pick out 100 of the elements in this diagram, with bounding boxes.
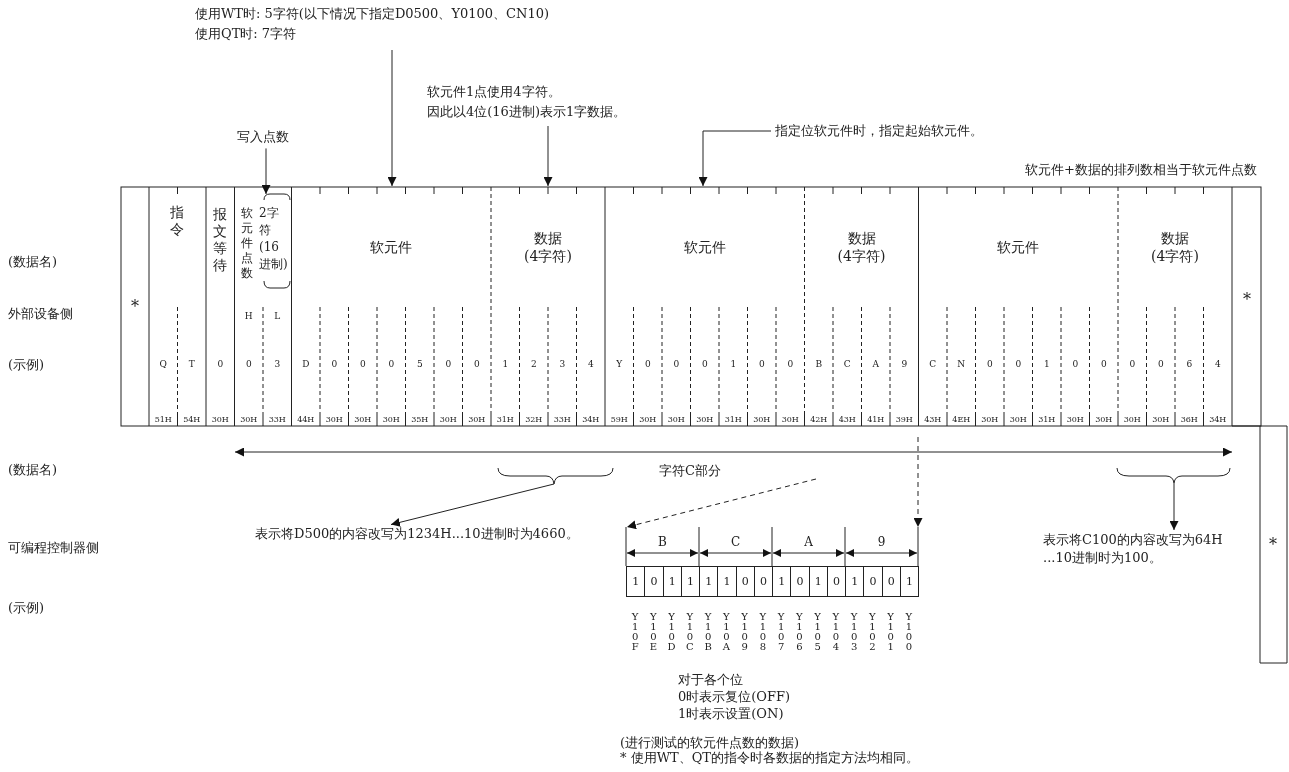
hex-code: 43H [924, 414, 942, 426]
hex-code: 34H [582, 414, 600, 426]
hex-code: 31H [724, 414, 742, 426]
note-text: 对于各个位 [678, 671, 743, 689]
note-text: 0时表示复位(OFF) [678, 688, 791, 706]
arrow [913, 436, 923, 528]
column-heading: 数据(4字符) [524, 228, 572, 266]
example-character: C [929, 359, 937, 371]
example-character: A [872, 359, 879, 371]
bit-address: Y103 [849, 612, 859, 652]
hex-code: 54H [183, 414, 201, 426]
hex-code: 35H [411, 414, 429, 426]
example-character: 5 [416, 359, 423, 371]
arrow [626, 478, 817, 530]
hex-code: 44H [297, 414, 315, 426]
bit-cell: 1 [699, 566, 719, 597]
bit-address: Y102 [868, 612, 877, 652]
example-character: 1 [730, 359, 737, 371]
example-character: D [302, 359, 310, 371]
example-character: 3 [274, 359, 281, 371]
bit-address: Y106 [795, 612, 804, 652]
example-character: 0 [245, 359, 252, 371]
note-text: 写入点数 [237, 128, 289, 146]
bit-cell: 0 [881, 566, 901, 597]
example-character: 0 [445, 359, 452, 371]
note-text: 使用QT时: 7字符 [195, 25, 298, 43]
arrow [387, 49, 397, 187]
example-character: Q [159, 359, 167, 371]
arrow [1169, 482, 1179, 531]
example-character: 1 [1043, 359, 1050, 371]
column-heading: 指令 [169, 204, 185, 238]
bit-cell: 1 [626, 566, 646, 597]
bit-address: Y10C [685, 612, 695, 652]
bit-address: Y108 [758, 612, 768, 652]
note-text: 使用WT时: 5字符(以下情况下指定D0500、Y0100、CN10) [195, 5, 549, 23]
note-text: 因此以4位(16进制)表示1字数据。 [427, 103, 627, 121]
hex-code: 30H [639, 414, 657, 426]
frame-note: 软元件+数据的排列数相当于软元件点数 [1025, 161, 1257, 179]
bit-cell: 1 [845, 566, 865, 597]
column-heading: 数据(4字符) [837, 228, 886, 266]
example-character: T [188, 359, 195, 371]
bit-address: Y104 [831, 612, 841, 652]
example-character: Y [616, 359, 623, 371]
bit-cell: 1 [808, 566, 828, 597]
hex-code: 30H [1123, 414, 1141, 426]
example-character: 0 [1157, 359, 1164, 371]
bit-address: Y10E [648, 612, 659, 652]
example-character: 0 [359, 359, 366, 371]
hex-code: 30H [781, 414, 799, 426]
row-heading: (数据名) [8, 253, 58, 271]
hex-code: 36H [1180, 414, 1198, 426]
example-character: 0 [986, 359, 993, 371]
bit-cell: 1 [717, 566, 737, 597]
example-character: 0 [217, 359, 224, 371]
example-character: 6 [1186, 359, 1193, 371]
example-character: B [815, 359, 823, 371]
asterisk: * [131, 296, 139, 318]
row-heading: 可编程控制器侧 [8, 539, 99, 557]
hex-code: 33H [553, 414, 571, 426]
example-character: 0 [673, 359, 680, 371]
arrow [390, 483, 555, 527]
example-character: 4 [587, 359, 594, 371]
hex-code: 34H [1209, 414, 1227, 426]
hex-code: 59H [610, 414, 628, 426]
bit-cell: 0 [735, 566, 755, 597]
nibble-label: A [804, 535, 813, 551]
hex-code: 31H [496, 414, 514, 426]
example-character: 0 [1100, 359, 1107, 371]
byte-marker: H [244, 311, 253, 323]
bit-address: Y107 [776, 612, 786, 652]
hex-code: 30H [981, 414, 999, 426]
example-character: 4 [1214, 359, 1221, 371]
bit-cell: 1 [680, 566, 700, 597]
example-character: 0 [787, 359, 794, 371]
bit-address: Y10F [630, 612, 640, 652]
bit-cell: 0 [644, 566, 664, 597]
example-character: 0 [1072, 359, 1079, 371]
bit-address: Y10D [666, 612, 677, 652]
nibble-label: 9 [877, 535, 886, 551]
example-character: 0 [701, 359, 708, 371]
example-character: 0 [1129, 359, 1136, 371]
column-heading: 软元件 [370, 237, 413, 257]
hex-code: 42H [810, 414, 828, 426]
note-text: ...10进制时为100。 [1043, 549, 1163, 567]
hex-code: 30H [1009, 414, 1027, 426]
hex-code: 30H [325, 414, 343, 426]
row-heading: (数据名) [8, 461, 58, 479]
example-character: 0 [758, 359, 765, 371]
example-character: 0 [1015, 359, 1022, 371]
note-text: 软元件1点使用4字符。 [427, 83, 562, 101]
hex-code: 41H [867, 414, 885, 426]
bit-cell: 0 [826, 566, 846, 597]
bit-address: Y10A [721, 612, 731, 652]
bit-cell: 1 [899, 566, 919, 597]
example-character: C [843, 359, 851, 371]
bit-cell: 1 [772, 566, 792, 597]
dimension-label: 字符C部分 [659, 462, 721, 480]
byte-marker: L [274, 311, 281, 323]
asterisk: * [1243, 289, 1251, 311]
brace [497, 467, 614, 485]
